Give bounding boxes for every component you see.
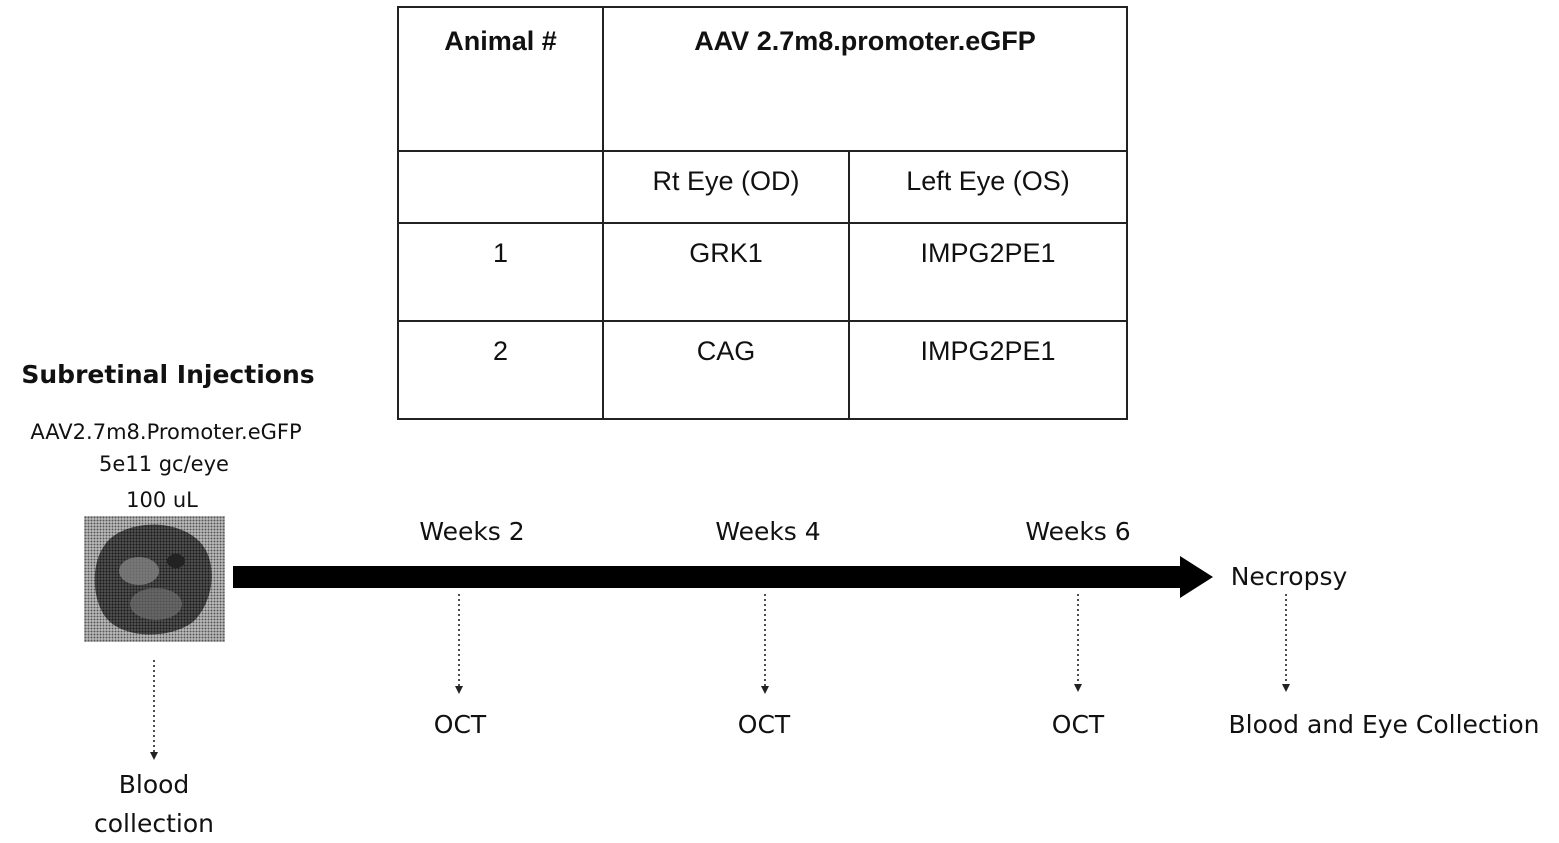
timepoint-label-week4: Weeks 4	[715, 517, 821, 546]
arrowhead-blood	[150, 752, 158, 760]
animal-id: 1	[397, 222, 604, 322]
header-animal: Animal #	[397, 6, 604, 152]
timepoint-label-week2: Weeks 2	[419, 517, 525, 546]
procedure-oct-week4: OCT	[737, 710, 791, 739]
injection-dose: 5e11 gc/eye	[99, 452, 229, 476]
arrowhead-week6	[1074, 684, 1082, 692]
arrowhead-week4	[761, 686, 769, 694]
monkey-photo	[84, 516, 225, 642]
injection-volume: 100 uL	[126, 488, 198, 512]
header-construct: AAV 2.7m8.promoter.eGFP	[602, 6, 1128, 152]
os-promoter: IMPG2PE1	[848, 222, 1128, 322]
procedure-oct-week6: OCT	[1051, 710, 1105, 739]
os-promoter: IMPG2PE1	[848, 320, 1128, 420]
timepoint-label-week6: Weeks 6	[1025, 517, 1131, 546]
table-header-row: Animal # AAV 2.7m8.promoter.eGFP	[397, 6, 1128, 152]
arrowhead-week2	[455, 686, 463, 694]
procedure-oct-week2: OCT	[433, 710, 487, 739]
table-row: 1 GRK1 IMPG2PE1	[397, 222, 1128, 322]
table-row: 2 CAG IMPG2PE1	[397, 320, 1128, 420]
procedure-blood-collection: Blood collection	[79, 765, 229, 843]
subheader-right-eye: Rt Eye (OD)	[602, 150, 850, 224]
table-subheader-row: Rt Eye (OD) Left Eye (OS)	[397, 150, 1128, 224]
subheader-left-eye: Left Eye (OS)	[848, 150, 1128, 224]
od-promoter: CAG	[602, 320, 850, 420]
injection-construct: AAV2.7m8.Promoter.eGFP	[30, 420, 302, 444]
timepoint-label-necropsy: Necropsy	[1230, 562, 1348, 591]
timeline-arrow	[233, 556, 1213, 598]
injection-title: Subretinal Injections	[21, 360, 315, 389]
subheader-empty	[397, 150, 604, 224]
blood-collection-text: Blood collection	[94, 770, 214, 838]
animal-id: 2	[397, 320, 604, 420]
od-promoter: GRK1	[602, 222, 850, 322]
procedure-blood-eye-collection: Blood and Eye Collection	[1228, 710, 1540, 739]
study-table: Animal # AAV 2.7m8.promoter.eGFP Rt Eye …	[397, 6, 1128, 420]
arrowhead-necropsy	[1282, 684, 1290, 692]
